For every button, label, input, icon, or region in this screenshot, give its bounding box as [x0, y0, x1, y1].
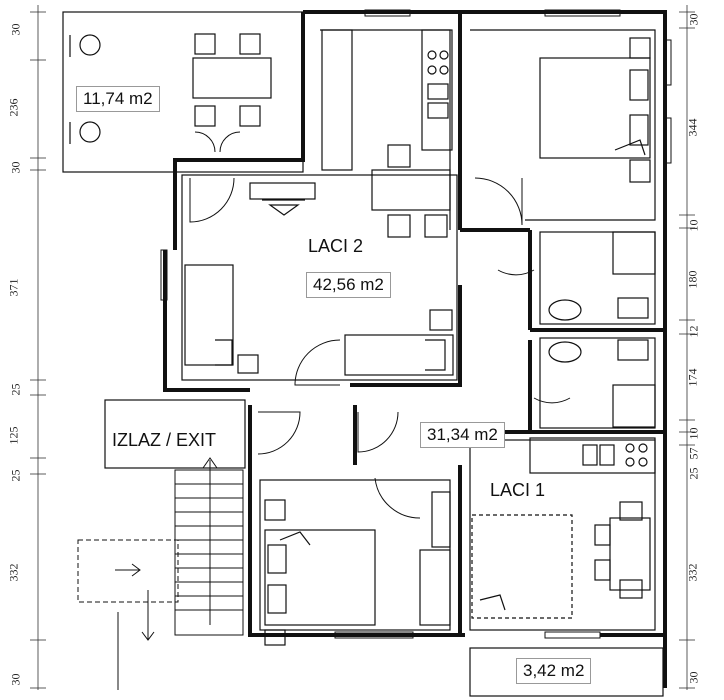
dim-right-1: 344	[685, 118, 700, 137]
dim-left-6: 25	[8, 469, 23, 482]
kitchen-laci2	[321, 29, 453, 238]
dim-left-8: 30	[8, 673, 23, 686]
bedroom-top	[539, 37, 651, 183]
dim-left-0: 30	[8, 23, 23, 36]
dim-left-7: 332	[6, 563, 21, 582]
dim-right-6: 25	[686, 467, 701, 480]
dim-right-4: 12	[686, 325, 701, 338]
stairs	[77, 457, 244, 690]
dim-left-1: 236	[6, 98, 21, 117]
bathrooms	[548, 231, 656, 428]
exit-label: IZLAZ / EXIT	[112, 430, 217, 450]
dim-left-5: 125	[6, 426, 21, 445]
laci2-name-label: LACI 2	[308, 236, 364, 256]
dim-left-4: 25	[8, 383, 23, 396]
dim-left-2: 30	[8, 161, 23, 174]
dim-left-3: 371	[6, 278, 21, 297]
bedroom-bottom	[264, 491, 451, 646]
windows	[160, 9, 672, 639]
dim-right-0: 30	[686, 13, 701, 26]
doors	[189, 131, 571, 519]
dim-right-7: 57	[686, 447, 701, 460]
dim-right-2: 10	[686, 219, 701, 232]
dim-right-5: 174	[685, 368, 700, 387]
terrace-area-label: 11,74 m2	[76, 86, 160, 112]
balcony-area-label: 3,42 m2	[516, 658, 592, 684]
laci2-area-label: 42,56 m2	[306, 272, 391, 298]
dim-right-10: 30	[686, 671, 701, 684]
dim-right-3: 180	[685, 270, 700, 289]
laci1-area-label: 31,34 m2	[420, 422, 505, 448]
dim-right-9: 332	[685, 563, 700, 582]
kitchen-laci1	[529, 437, 656, 474]
dim-right-8: 10	[686, 427, 701, 440]
laci1-name-label: LACI 1	[490, 480, 546, 500]
